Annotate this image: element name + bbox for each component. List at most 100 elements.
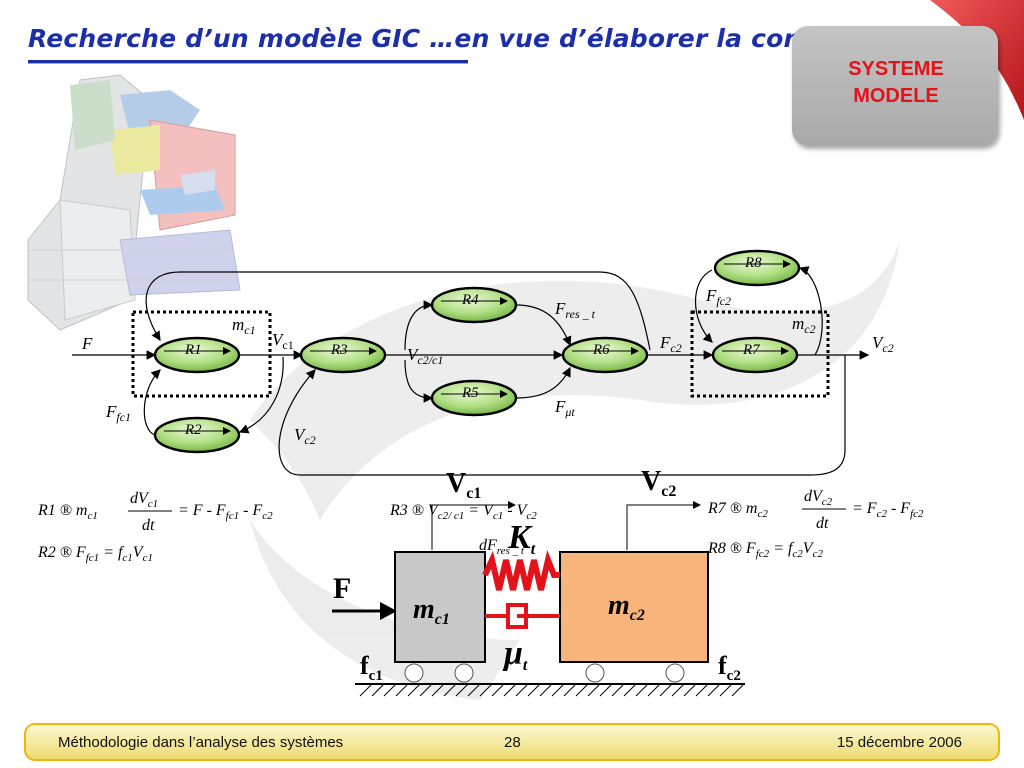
label-fmu: Fμt (554, 397, 575, 419)
hatch-line (455, 683, 469, 697)
node-r6: R6 (561, 336, 649, 374)
node-ellipse (711, 336, 799, 374)
hatch-line (431, 683, 445, 697)
hatch-line (407, 683, 421, 697)
eq-r8: R8 ® Ffc2= fc2Vc2 (707, 540, 823, 560)
node-label: R8 (744, 255, 762, 271)
hatch-line (647, 683, 661, 697)
badge-panel (792, 26, 998, 146)
footer-date: 15 décembre 2006 (836, 734, 962, 751)
edge-r8-r7 (694, 269, 713, 343)
eq-r2: R2 ® Ffc1= fc1Vc1 (37, 544, 153, 564)
spring-kt (482, 550, 560, 591)
badge-line-systeme: SYSTEME (848, 58, 944, 80)
hatch-line (359, 683, 373, 697)
hatch-line (491, 683, 505, 697)
label-mc1: mc1 (232, 315, 256, 337)
phys-kt: Kt (507, 519, 536, 558)
edge-r3-r5 (404, 359, 434, 403)
node-ellipse (561, 336, 649, 374)
hatch-line (503, 683, 517, 697)
mass-mc1 (394, 551, 486, 663)
vc2-arrow (626, 501, 701, 550)
edge-fc2-r1 (145, 271, 651, 351)
eq-r7-den: dt (816, 515, 829, 532)
hatch-line (659, 683, 673, 697)
hatch-line (575, 683, 589, 697)
label-vc2-out: Vc2 (872, 333, 894, 355)
eq-r4-fragment: dFres _ t (479, 537, 525, 557)
dotted-box-mc1 (131, 310, 272, 398)
footer-page-number: 28 (504, 734, 521, 751)
eq-r7-num: dVc2 (804, 488, 833, 508)
phys-force-f: F (333, 572, 351, 605)
node-r4: R4 (430, 286, 518, 324)
node-r2: R2 (153, 416, 241, 454)
vc1-arrow (431, 501, 516, 550)
hatch-line (683, 683, 697, 697)
hatch-line (395, 683, 409, 697)
slide-title: Recherche d’un modèle GIC …en vue d’élab… (28, 24, 907, 53)
phys-mc1: mc1 (413, 594, 450, 628)
eq-r1-lhs: R1 ® mc1 (37, 502, 98, 522)
dotted-box-mc2 (690, 310, 830, 398)
hatch-line (419, 683, 433, 697)
hatch-line (623, 683, 637, 697)
phys-fc2: fc2 (718, 651, 741, 684)
eq-r7-lhs: R7 ® mc2 (707, 500, 768, 520)
edge-vc2-r8 (798, 266, 823, 356)
mass-spring-system: Vc1 Vc2 F mc1 mc2 Kt μt fc1 fc2 (332, 466, 745, 697)
hatch-line (719, 683, 733, 697)
label-ffc1: Ffc1 (105, 402, 131, 424)
phys-mc2: mc2 (608, 590, 645, 624)
eq-r1-den: dt (142, 517, 155, 534)
hatch-line (563, 683, 577, 697)
phys-fc1: fc1 (360, 651, 383, 684)
node-ellipse (153, 336, 241, 374)
label-f: F (81, 334, 93, 353)
hatch-line (539, 683, 553, 697)
hatch-line (635, 683, 649, 697)
node-ellipse (713, 249, 801, 287)
node-label: R4 (461, 292, 479, 308)
edge-r3-r4 (404, 300, 434, 351)
node-ellipse (299, 336, 387, 374)
node-label: R3 (330, 342, 348, 358)
node-label: R7 (742, 342, 761, 358)
node-r8: R8 (713, 249, 801, 287)
title-underline (28, 60, 468, 63)
edge-vc1-r2 (238, 356, 284, 434)
node-r3: R3 (299, 336, 387, 374)
hatch-line (671, 683, 685, 697)
label-vc2-feedback: Vc2 (294, 425, 316, 447)
hatch-line (695, 683, 709, 697)
eq-r1-num: dVc1 (130, 490, 158, 510)
wheel-3 (585, 663, 605, 683)
node-ellipse (430, 379, 518, 417)
phys-vc2: Vc2 (641, 466, 676, 500)
ground-hatching (359, 683, 745, 697)
mass-mc2 (559, 551, 709, 663)
hatch-line (371, 683, 385, 697)
hatch-line (443, 683, 457, 697)
badge-label: SYSTEME MODELE (820, 56, 972, 110)
phys-mut: μt (502, 635, 528, 674)
hatch-line (467, 683, 481, 697)
wheel-4 (665, 663, 685, 683)
footer-bar: Méthodologie dans l’analyse des systèmes… (26, 725, 998, 759)
hatch-line (611, 683, 625, 697)
eq-r7-rhs: = Fc2- Ffc2 (852, 500, 924, 520)
node-label: R5 (461, 385, 479, 401)
hatch-line (707, 683, 721, 697)
node-label: R2 (184, 422, 202, 438)
edge-r4-r6 (515, 304, 572, 347)
force-arrow-head (380, 602, 397, 620)
hatch-line (599, 683, 613, 697)
label-vc1: Vc1 (272, 330, 294, 352)
node-ellipse (430, 286, 518, 324)
hatch-line (383, 683, 397, 697)
hatch-line (515, 683, 529, 697)
edge-r2-r1 (143, 369, 161, 436)
node-label: R6 (592, 342, 610, 358)
